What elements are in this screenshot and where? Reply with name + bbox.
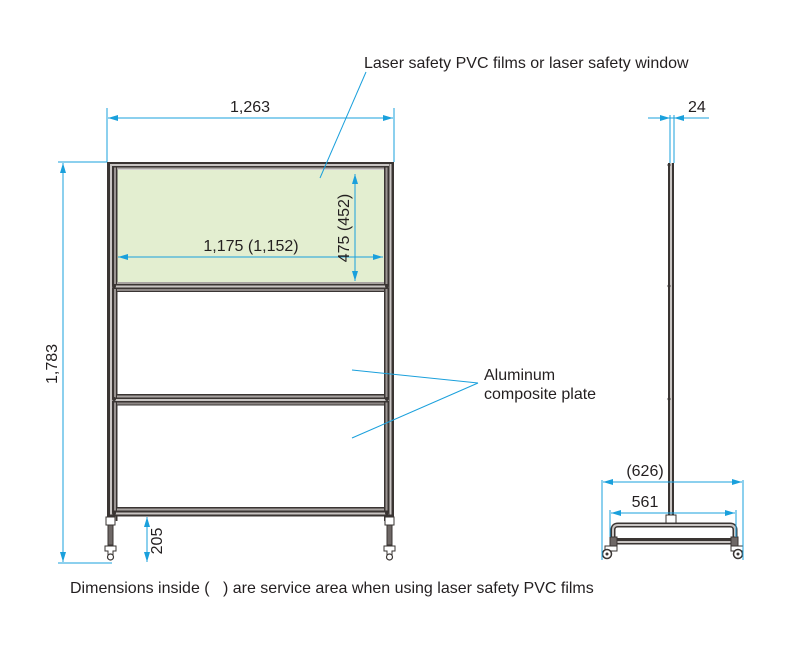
callout-aluminum-label-1: Aluminum	[484, 367, 555, 384]
right-post	[384, 163, 394, 521]
side-view	[601, 163, 744, 560]
dim-window-height-label: 475 (452)	[336, 194, 353, 263]
side-wheel-left	[601, 545, 618, 560]
dim-bottom-clearance-label: 205	[149, 528, 166, 555]
callout-window-label: Laser safety PVC films or laser safety w…	[364, 55, 689, 72]
side-wheel-right	[730, 545, 744, 560]
top-rail	[107, 162, 394, 170]
left-caster	[104, 516, 117, 561]
dim-overall-height-label: 1,783	[44, 344, 61, 384]
labels: Laser safety PVC films or laser safety w…	[44, 55, 706, 597]
dim-base-inner-label: 561	[632, 494, 659, 511]
front-view	[104, 162, 396, 561]
dim-side-thickness-label: 24	[688, 99, 706, 116]
leader-aluminum-upper	[351, 369, 479, 384]
leader-aluminum-lower	[351, 382, 479, 439]
crossbar-upper	[112, 282, 389, 292]
left-post	[107, 163, 118, 521]
callout-leaders	[319, 71, 479, 439]
crossbar-middle	[112, 394, 389, 406]
side-pole	[667, 163, 674, 518]
footnote: Dimensions inside ( ) are service area w…	[70, 580, 594, 597]
dim-overall-width-label: 1,263	[230, 99, 270, 116]
right-caster	[383, 516, 396, 561]
dim-base-outer-label: (626)	[626, 463, 663, 480]
callout-aluminum-label-2: composite plate	[484, 386, 596, 403]
laser-safety-window-panel	[117, 170, 384, 284]
side-base	[609, 522, 739, 548]
dim-window-width-label: 1,175 (1,152)	[203, 238, 298, 255]
leader-window	[319, 71, 367, 179]
bottom-rail	[107, 507, 394, 517]
dimension-lines	[58, 108, 744, 564]
